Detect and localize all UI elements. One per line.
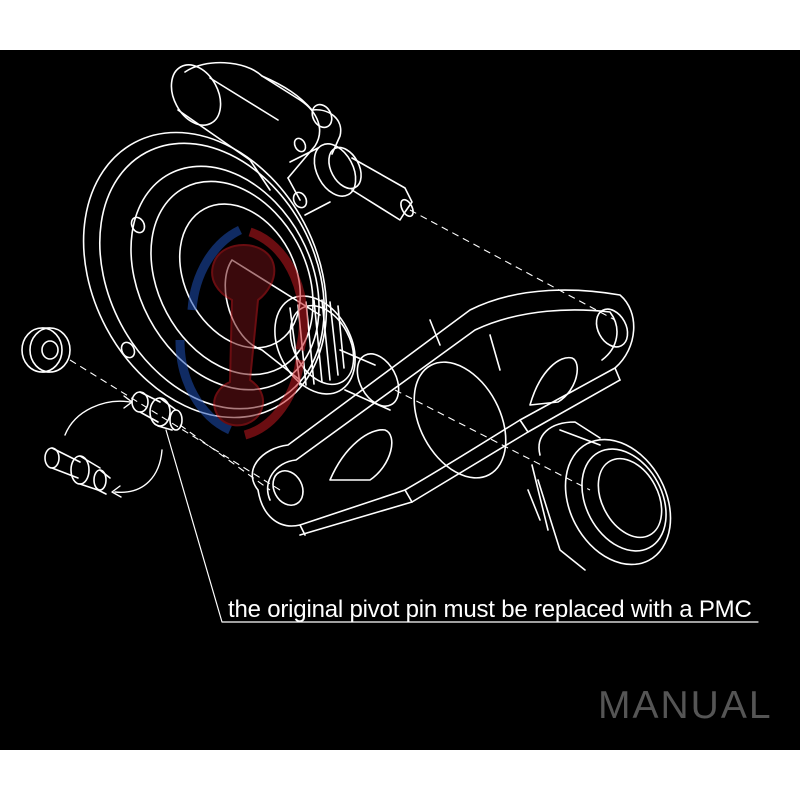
exploded-view-drawing: [0, 50, 800, 750]
release-bearing: [527, 421, 672, 571]
original-pivot-pin: [44, 447, 111, 495]
bush-washer: [21, 327, 71, 373]
housing-boss: [170, 61, 342, 201]
connecting-rod-logo: [175, 225, 308, 440]
alignment-lines: [69, 209, 616, 491]
swap-arrows-icon: [64, 395, 163, 498]
diagram-panel: the original pivot pin must be replaced …: [0, 50, 800, 750]
watermark-text: MANUAL: [598, 684, 773, 727]
clutch-fork-lever: [251, 289, 635, 536]
leader-line: [165, 429, 759, 623]
slave-cylinder: [289, 143, 414, 221]
caption-text: the original pivot pin must be replaced …: [228, 596, 752, 623]
